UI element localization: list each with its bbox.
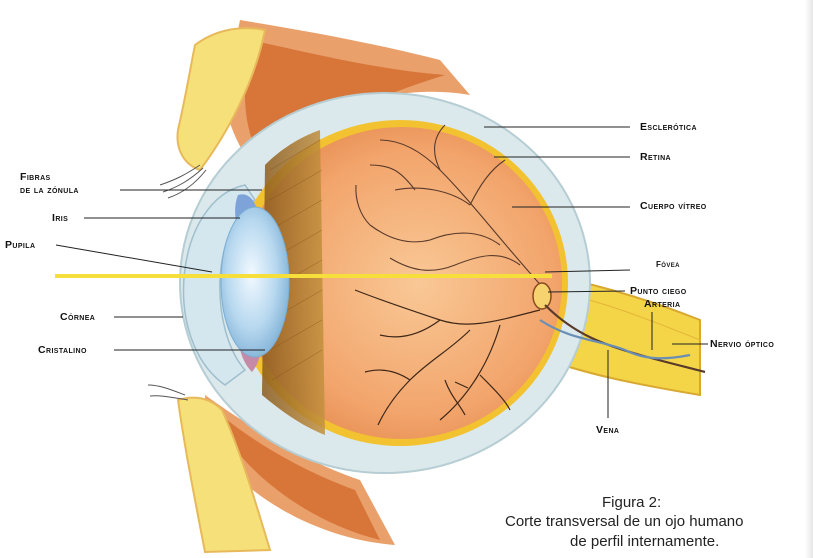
blind-spot [533,283,551,309]
label-arteria: Arteria [644,298,680,310]
label-fovea: Fóvea [656,259,680,271]
label-vena: Vena [596,424,619,436]
label-cristalino: Cristalino [38,344,87,356]
page-edge [805,0,813,558]
caption-line2: de perfil internamente. [570,533,719,550]
label-cuerpo-vitreo: Cuerpo vítreo [640,200,707,212]
label-nervio-optico: Nervio óptico [710,338,774,350]
label-pupila: Pupila [5,239,35,251]
label-fibras-line2: de la zónula [20,184,79,196]
label-retina: Retina [640,151,671,163]
label-punto-ciego: Punto ciego [630,285,687,297]
label-iris: Iris [52,212,68,224]
label-fibras-line1: Fibras [20,171,51,183]
label-cornea: Córnea [60,311,95,323]
caption-line1: Corte transversal de un ojo humano [505,513,743,530]
lens-shape [221,207,289,357]
caption-title: Figura 2: [602,494,661,511]
label-esclerotica: Esclerótica [640,121,697,133]
